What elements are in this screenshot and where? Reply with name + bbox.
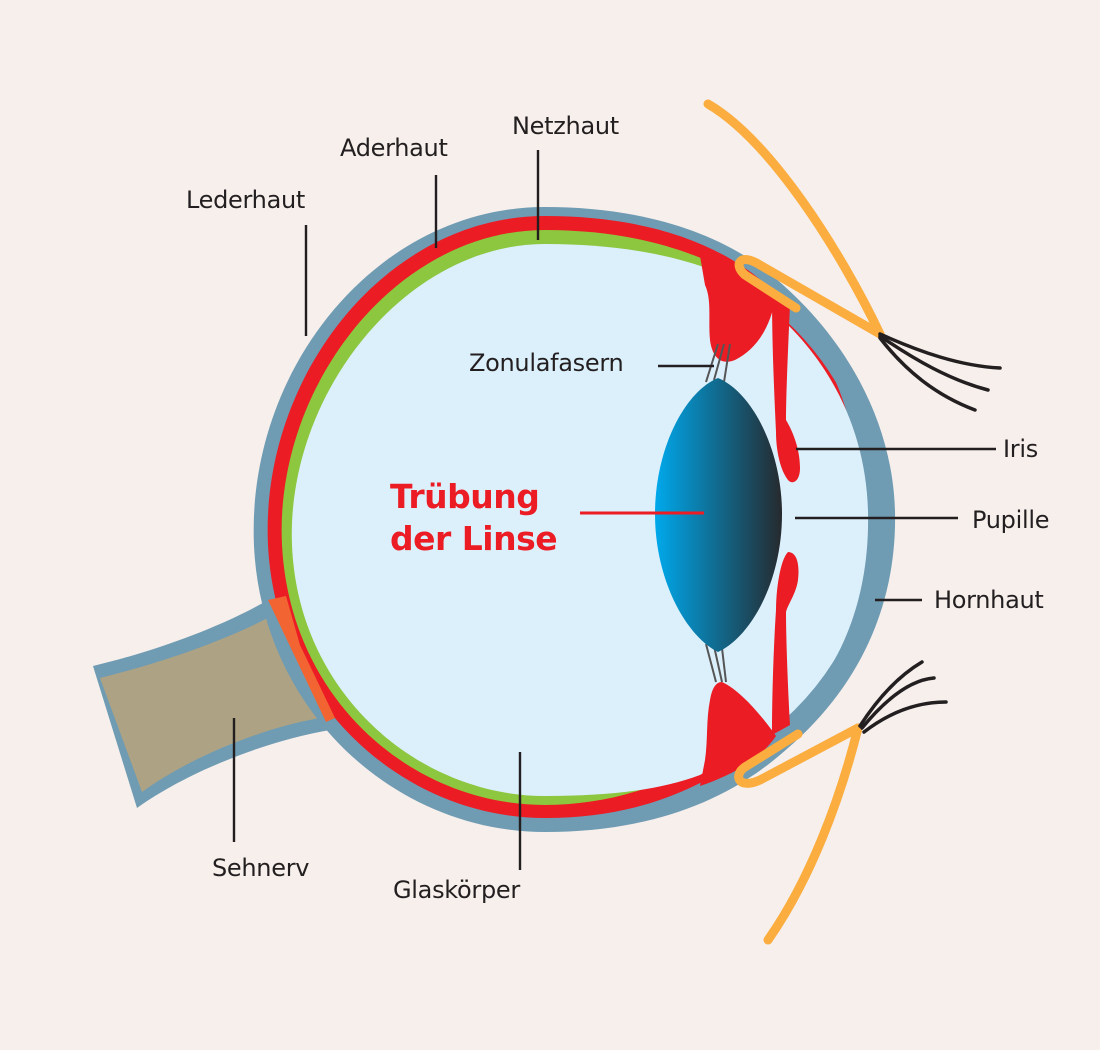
- highlight-label-truebung-der-linse: Trübung der Linse: [390, 476, 558, 560]
- label-glaskoerper: Glaskörper: [393, 876, 520, 904]
- label-zonulafasern: Zonulafasern: [469, 349, 624, 377]
- label-aderhaut: Aderhaut: [340, 134, 448, 162]
- ciliary-body-bottom: [700, 682, 776, 786]
- iris-upper: [772, 298, 800, 483]
- upper-eyelid: [703, 99, 885, 339]
- lower-eyelid: [734, 723, 863, 945]
- lens-linse: [655, 378, 782, 652]
- lower-eyelashes: [858, 660, 948, 734]
- leader-lines: [232, 150, 996, 870]
- optic-disc: [268, 596, 335, 722]
- label-sehnerv: Sehnerv: [212, 854, 310, 882]
- iris-lower: [772, 552, 799, 735]
- label-hornhaut: Hornhaut: [934, 586, 1044, 614]
- highlight-line-1: Trübung: [390, 477, 540, 516]
- upper-eyelashes: [878, 332, 1002, 412]
- label-lederhaut: Lederhaut: [186, 186, 305, 214]
- label-netzhaut: Netzhaut: [512, 112, 619, 140]
- optic-nerve: [93, 600, 330, 808]
- cornea-hornhaut: [764, 289, 891, 745]
- zonular-fibers: [705, 343, 731, 683]
- label-iris: Iris: [1003, 435, 1038, 463]
- optic-nerve-core: [100, 614, 320, 792]
- label-pupille: Pupille: [972, 506, 1050, 534]
- highlight-line-2: der Linse: [390, 519, 558, 558]
